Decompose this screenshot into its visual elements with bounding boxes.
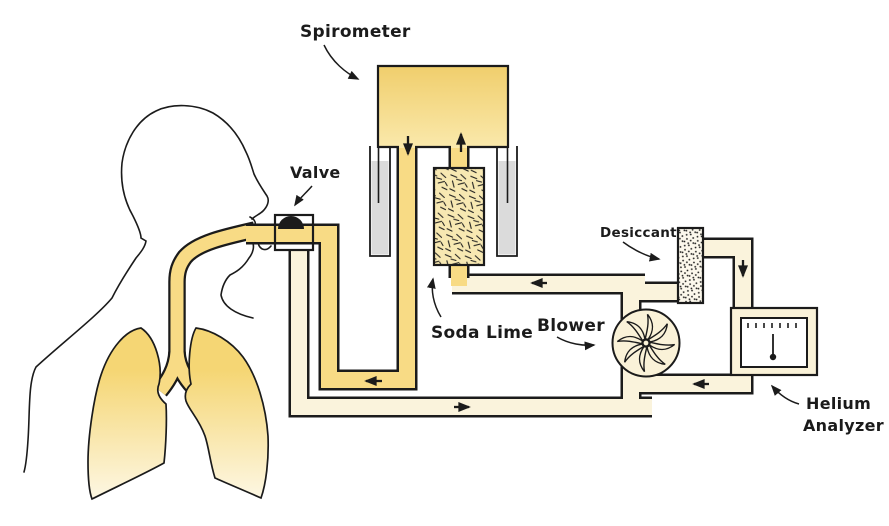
blower-fan	[611, 308, 681, 378]
right-lung	[184, 327, 270, 500]
flow-arrows	[364, 132, 748, 412]
jaw-neck-line	[220, 240, 255, 319]
valve-dome-icon	[278, 216, 304, 229]
valve-assembly	[271, 213, 317, 252]
desiccant-leader-arrow	[622, 241, 661, 262]
label-soda-lime: Soda Lime	[431, 323, 533, 343]
water-seal-left	[369, 146, 391, 257]
labels: Spirometer Valve Soda Lime Blower Desicc…	[290, 22, 884, 435]
lungs	[87, 327, 270, 501]
water-seal-right	[496, 146, 518, 257]
fan-hub	[641, 338, 650, 347]
patient-outline	[23, 104, 272, 473]
label-valve: Valve	[290, 163, 341, 182]
leader-arrows	[294, 44, 800, 405]
meter-scale-ticks	[747, 323, 797, 328]
helium-leader-arrow	[770, 384, 800, 405]
soda-lime-leader-arrow	[427, 277, 442, 318]
label-desiccant: Desiccant	[600, 225, 677, 241]
soda-lime-canister	[432, 166, 486, 267]
breathing-circuit-pipes	[246, 140, 470, 391]
helium-analyzer	[729, 306, 819, 377]
fan-blades-icon	[616, 313, 676, 373]
label-blower: Blower	[537, 316, 605, 336]
desiccant-canister	[676, 226, 705, 305]
spirometer	[369, 64, 518, 257]
valve-leader-arrow	[294, 185, 313, 207]
lower-lip-line	[257, 242, 272, 251]
spirometer-bell	[376, 64, 510, 149]
spirometer-leader-arrow	[323, 44, 360, 80]
label-analyzer: Analyzer	[803, 416, 884, 435]
blower-leader-arrow	[556, 336, 596, 351]
left-lung	[87, 327, 168, 501]
head-profile-line	[23, 104, 270, 473]
label-helium: Helium	[806, 394, 871, 413]
label-spirometer: Spirometer	[300, 22, 411, 42]
